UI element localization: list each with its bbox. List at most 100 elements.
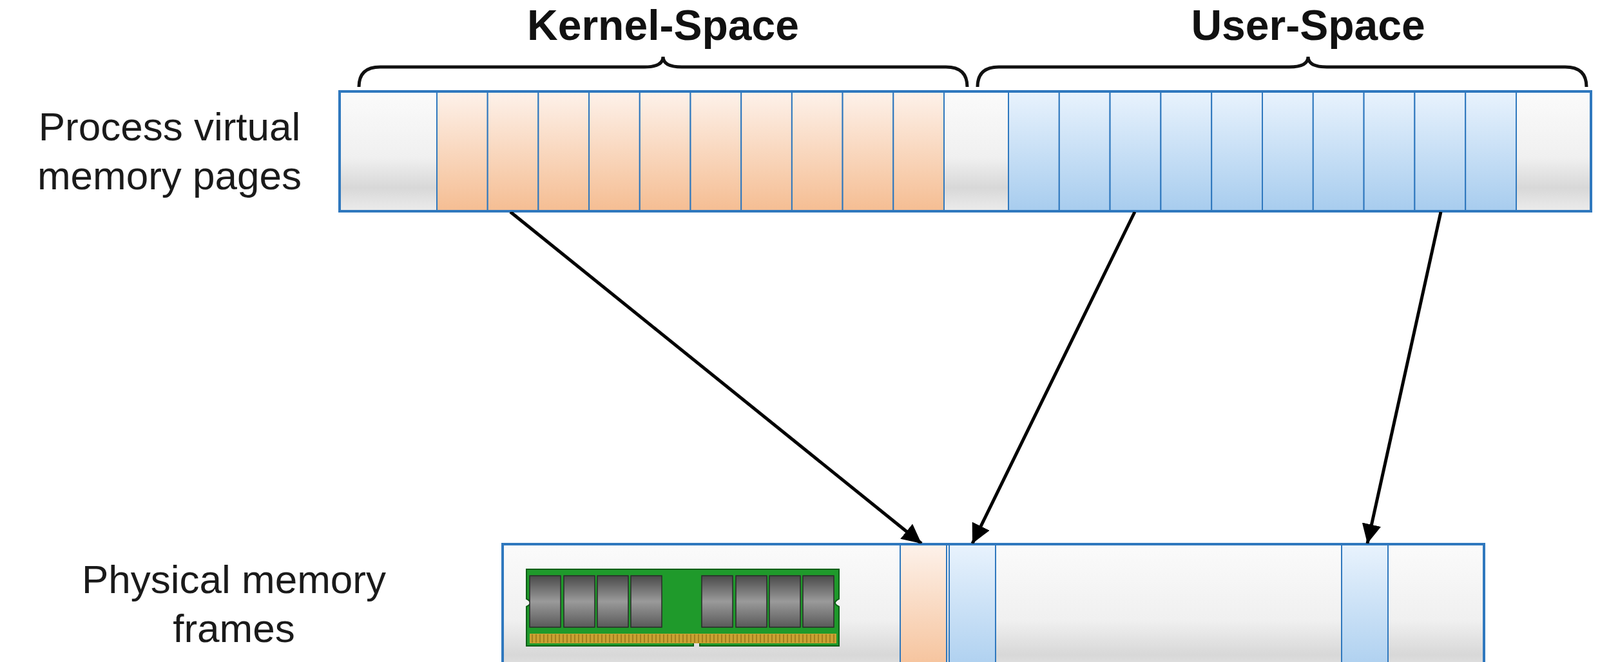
ram-pin — [724, 634, 726, 644]
ram-pin — [779, 634, 780, 644]
ram-pin — [535, 634, 537, 644]
ram-pin — [829, 634, 830, 644]
memory-cell — [1262, 90, 1314, 213]
memory-cell — [1313, 90, 1365, 213]
ram-pin — [612, 634, 614, 644]
ram-pin — [628, 634, 629, 644]
mapping-arrow — [510, 212, 922, 544]
ram-pin — [786, 634, 788, 644]
ram-pin — [678, 634, 680, 644]
ram-chip — [597, 576, 629, 628]
bar-label: Process virtual memory pages — [8, 102, 331, 201]
ram-pin — [751, 634, 753, 644]
ram-pin — [639, 634, 641, 644]
ram-pin — [554, 634, 556, 644]
ram-pin — [717, 634, 718, 644]
ram-chips — [529, 576, 834, 628]
ram-pin — [643, 634, 645, 644]
ram-pin — [775, 634, 776, 644]
ram-pin — [601, 634, 602, 644]
memory-cell — [338, 90, 437, 213]
virtual-page-bar: Process virtual memory pages — [338, 90, 1592, 213]
ram-pin — [821, 634, 823, 644]
ram-board — [526, 569, 839, 647]
ram-pin — [794, 634, 796, 644]
ram-stick — [526, 569, 839, 647]
ram-pin — [693, 634, 695, 644]
ram-pin — [833, 634, 834, 644]
ram-chip — [529, 576, 561, 628]
ram-pin — [574, 634, 575, 644]
ram-pin — [578, 634, 579, 644]
ram-pin — [705, 634, 707, 644]
memory-cell — [944, 90, 1009, 213]
ram-chip — [630, 576, 662, 628]
ram-pin — [620, 634, 622, 644]
memory-cell — [1211, 90, 1263, 213]
memory-cell — [900, 543, 947, 662]
ram-pin — [670, 634, 672, 644]
ram-pin — [608, 634, 610, 644]
ram-pin — [550, 634, 552, 644]
ram-pin — [651, 634, 653, 644]
ram-pin — [589, 634, 591, 644]
memory-cell — [501, 543, 1485, 662]
ram-chip — [563, 576, 595, 628]
ram-pin — [806, 634, 807, 644]
memory-cell — [1160, 90, 1212, 213]
ram-chip — [701, 576, 733, 628]
memory-cell — [893, 90, 945, 213]
ram-pin — [736, 634, 738, 644]
ram-pin — [597, 634, 598, 644]
ram-pin — [825, 634, 827, 644]
space-label: User-Space — [1190, 3, 1425, 47]
mapping-arrow — [1367, 212, 1441, 544]
memory-cell — [487, 90, 539, 213]
ram-pin — [543, 634, 544, 644]
ram-pin — [632, 634, 633, 644]
ram-pin — [616, 634, 618, 644]
memory-cell — [842, 90, 894, 213]
ram-pin — [531, 634, 533, 644]
ram-pin — [767, 634, 769, 644]
ram-pin — [813, 634, 815, 644]
ram-pin — [682, 634, 684, 644]
memory-cell — [538, 90, 589, 213]
ram-pin — [809, 634, 811, 644]
ram-pin — [748, 634, 749, 644]
ram-pin — [798, 634, 800, 644]
ram-pin — [817, 634, 819, 644]
ram-pin — [562, 634, 564, 644]
ram-pin — [539, 634, 540, 644]
ram-pin — [744, 634, 745, 644]
ram-pin — [713, 634, 714, 644]
memory-cell — [1516, 90, 1592, 213]
ram-pin — [755, 634, 757, 644]
ram-pin — [636, 634, 637, 644]
memory-cell — [1110, 90, 1162, 213]
ram-pin — [605, 634, 606, 644]
memory-cell — [588, 90, 640, 213]
memory-cell — [639, 90, 691, 213]
ram-pin — [802, 634, 803, 644]
space-label: Kernel-Space — [527, 3, 800, 47]
ram-pin — [721, 634, 722, 644]
ram-pin — [732, 634, 734, 644]
ram-pin — [570, 634, 571, 644]
ram-pin — [558, 634, 560, 644]
memory-cell — [1364, 90, 1416, 213]
ram-pin — [666, 634, 668, 644]
memory-cell — [1341, 543, 1388, 662]
ram-pin — [728, 634, 730, 644]
ram-pin — [655, 634, 656, 644]
memory-cell — [1008, 90, 1060, 213]
ram-pin — [686, 634, 687, 644]
kernel-bracket — [358, 56, 968, 87]
bar-label: Physical memory frames — [72, 555, 396, 654]
ram-pin — [790, 634, 792, 644]
ram-pin — [674, 634, 676, 644]
ram-pin — [663, 634, 664, 644]
user-bracket — [977, 56, 1587, 87]
memory-cell — [791, 90, 843, 213]
